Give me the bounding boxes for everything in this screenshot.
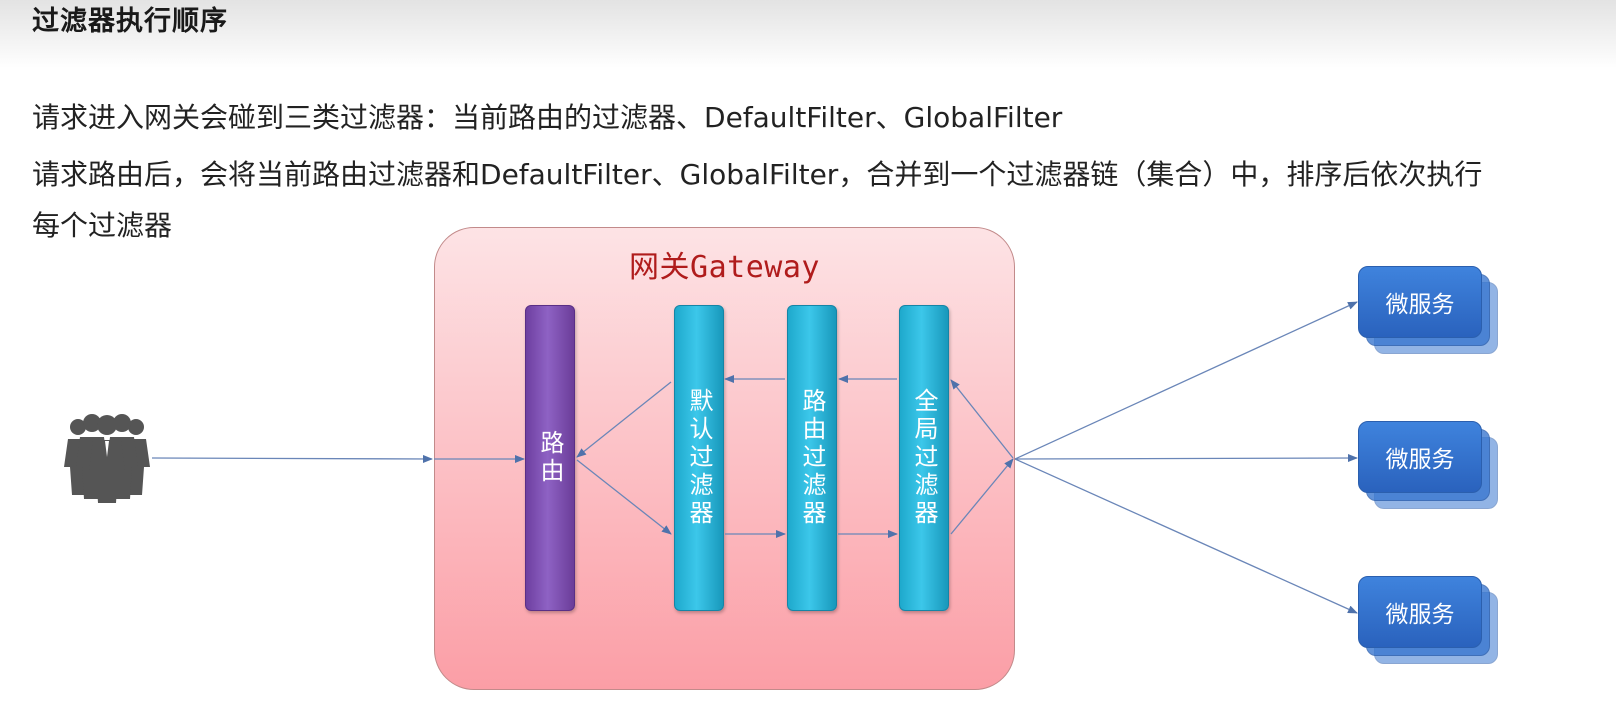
microservice-box-1: 微服务	[1358, 266, 1498, 354]
microservice-box-3: 微服务	[1358, 576, 1498, 664]
header-band	[0, 0, 1616, 68]
microservice-label-3: 微服务	[1385, 602, 1455, 628]
default-filter-label: 默认过滤器	[685, 388, 713, 528]
route-filter-label: 路由过滤器	[798, 388, 826, 528]
route-bar: 路由	[525, 305, 575, 611]
global-filter-bar: 全局过滤器	[899, 305, 949, 611]
microservice-box-2: 微服务	[1358, 421, 1498, 509]
default-filter-bar: 默认过滤器	[674, 305, 724, 611]
description-line-3: 每个过滤器	[32, 209, 173, 242]
global-filter-label: 全局过滤器	[910, 388, 938, 528]
route-bar-label: 路由	[536, 430, 564, 486]
arrow-client-to-gateway	[151, 454, 433, 463]
gateway-title: 网关Gateway	[629, 250, 820, 285]
arrow-to-service-3	[1014, 458, 1358, 614]
microservice-label-1: 微服务	[1385, 292, 1455, 318]
users-group-icon	[64, 413, 150, 503]
arrow-to-service-1	[1014, 301, 1358, 460]
page-title: 过滤器执行顺序	[32, 6, 228, 37]
description-line-2: 请求路由后，会将当前路由过滤器和DefaultFilter、GlobalFilt…	[32, 158, 1483, 191]
microservice-label-2: 微服务	[1385, 447, 1455, 473]
route-filter-bar: 路由过滤器	[787, 305, 837, 611]
arrow-to-service-2	[1014, 454, 1358, 463]
description-line-1: 请求进入网关会碰到三类过滤器：当前路由的过滤器、DefaultFilter、Gl…	[32, 101, 1063, 134]
